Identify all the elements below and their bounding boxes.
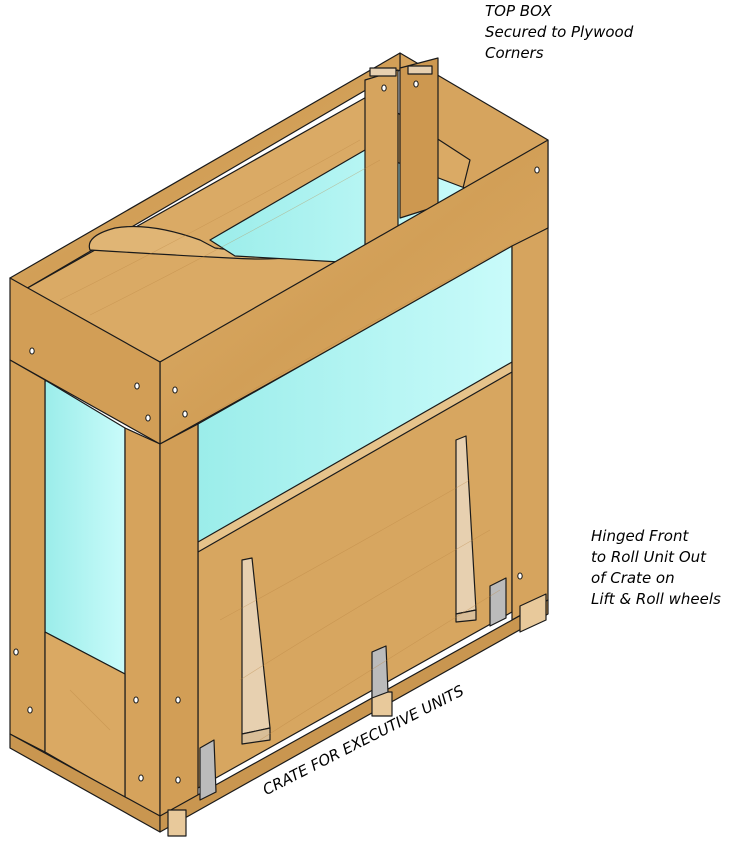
- bottom-skid-front: [159, 599, 549, 833]
- wedge-left-face: [241, 727, 271, 745]
- foot-3: [519, 593, 547, 633]
- annotation-top-box-line-2: Secured to Plywood: [485, 23, 634, 41]
- front-post-near: [159, 423, 199, 827]
- bracket-2: [371, 645, 389, 699]
- annotation-top-box-line-1: TOP BOX: [485, 2, 552, 20]
- foot-1: [167, 809, 187, 837]
- annotation-top-box-line-3: Corners: [485, 44, 544, 62]
- annotation-hinged-front-line-4: Lift & Roll wheels: [591, 590, 721, 608]
- center-post-right: [399, 57, 439, 219]
- annotation-top-box: TOP BOX Secured to Plywood Corners: [485, 1, 633, 64]
- bracket-1: [199, 739, 217, 801]
- latch-1: [369, 67, 397, 77]
- annotation-hinged-front-line-2: to Roll Unit Out: [591, 548, 707, 566]
- bracket-3: [489, 577, 507, 627]
- left-end-post-outer: [9, 359, 46, 753]
- annotation-hinged-front: Hinged Front to Roll Unit Out of Crate o…: [591, 526, 721, 610]
- left-end-post-inner: [124, 427, 161, 817]
- left-end-glass: [44, 379, 126, 675]
- front-post-far: [511, 227, 549, 621]
- wedge-right-face: [455, 609, 477, 623]
- annotation-hinged-front-line-1: Hinged Front: [591, 527, 689, 545]
- center-post-left: [364, 69, 399, 249]
- annotation-hinged-front-line-3: of Crate on: [591, 569, 675, 587]
- latch-2: [407, 65, 433, 75]
